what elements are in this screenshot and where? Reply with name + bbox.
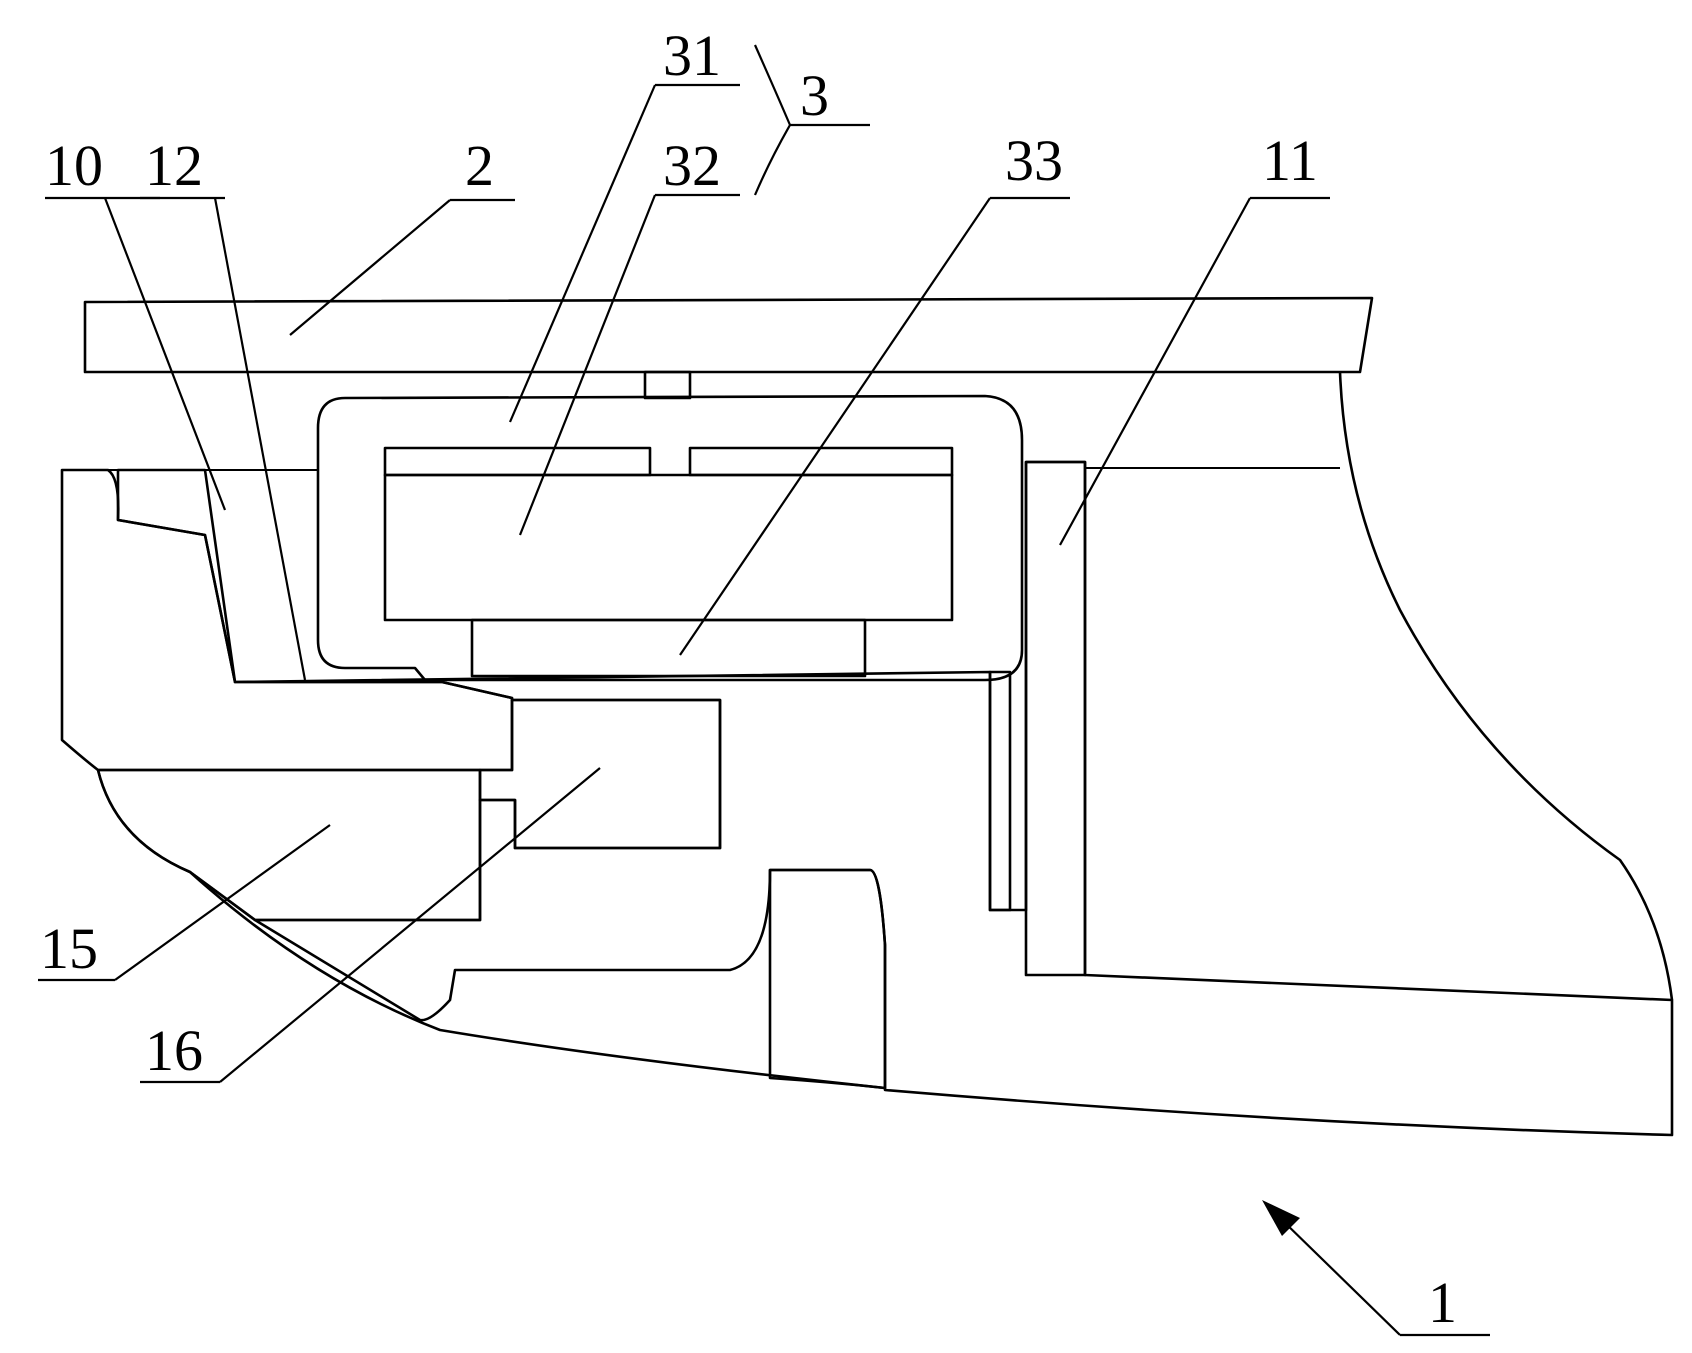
cover-plate-2 <box>83 296 1374 374</box>
label-1: 1 <box>1428 1270 1457 1335</box>
label-31: 31 <box>663 23 721 88</box>
window-33 <box>470 618 867 678</box>
channel-10 <box>116 468 237 684</box>
label-2: 2 <box>465 133 494 198</box>
label-11: 11 <box>1262 128 1318 193</box>
cavity-16 <box>478 698 722 850</box>
label-16: 16 <box>145 1018 203 1083</box>
label-15: 15 <box>40 916 98 981</box>
bottom-slot <box>768 868 887 1090</box>
label-33: 33 <box>1005 128 1063 193</box>
housing-body <box>60 371 1674 1137</box>
label-10: 10 <box>45 133 103 198</box>
casing-31 <box>316 370 1024 682</box>
reference-labels: 10 12 2 31 3 32 33 11 15 16 1 <box>40 23 1457 1335</box>
cavity-15 <box>96 768 482 922</box>
wall-11 <box>1024 460 1087 977</box>
gap-12 <box>988 670 1012 912</box>
label-12: 12 <box>145 133 203 198</box>
label-3: 3 <box>800 63 829 128</box>
label-32: 32 <box>663 133 721 198</box>
element-32 <box>383 446 954 622</box>
leader-lines <box>38 44 1490 1337</box>
